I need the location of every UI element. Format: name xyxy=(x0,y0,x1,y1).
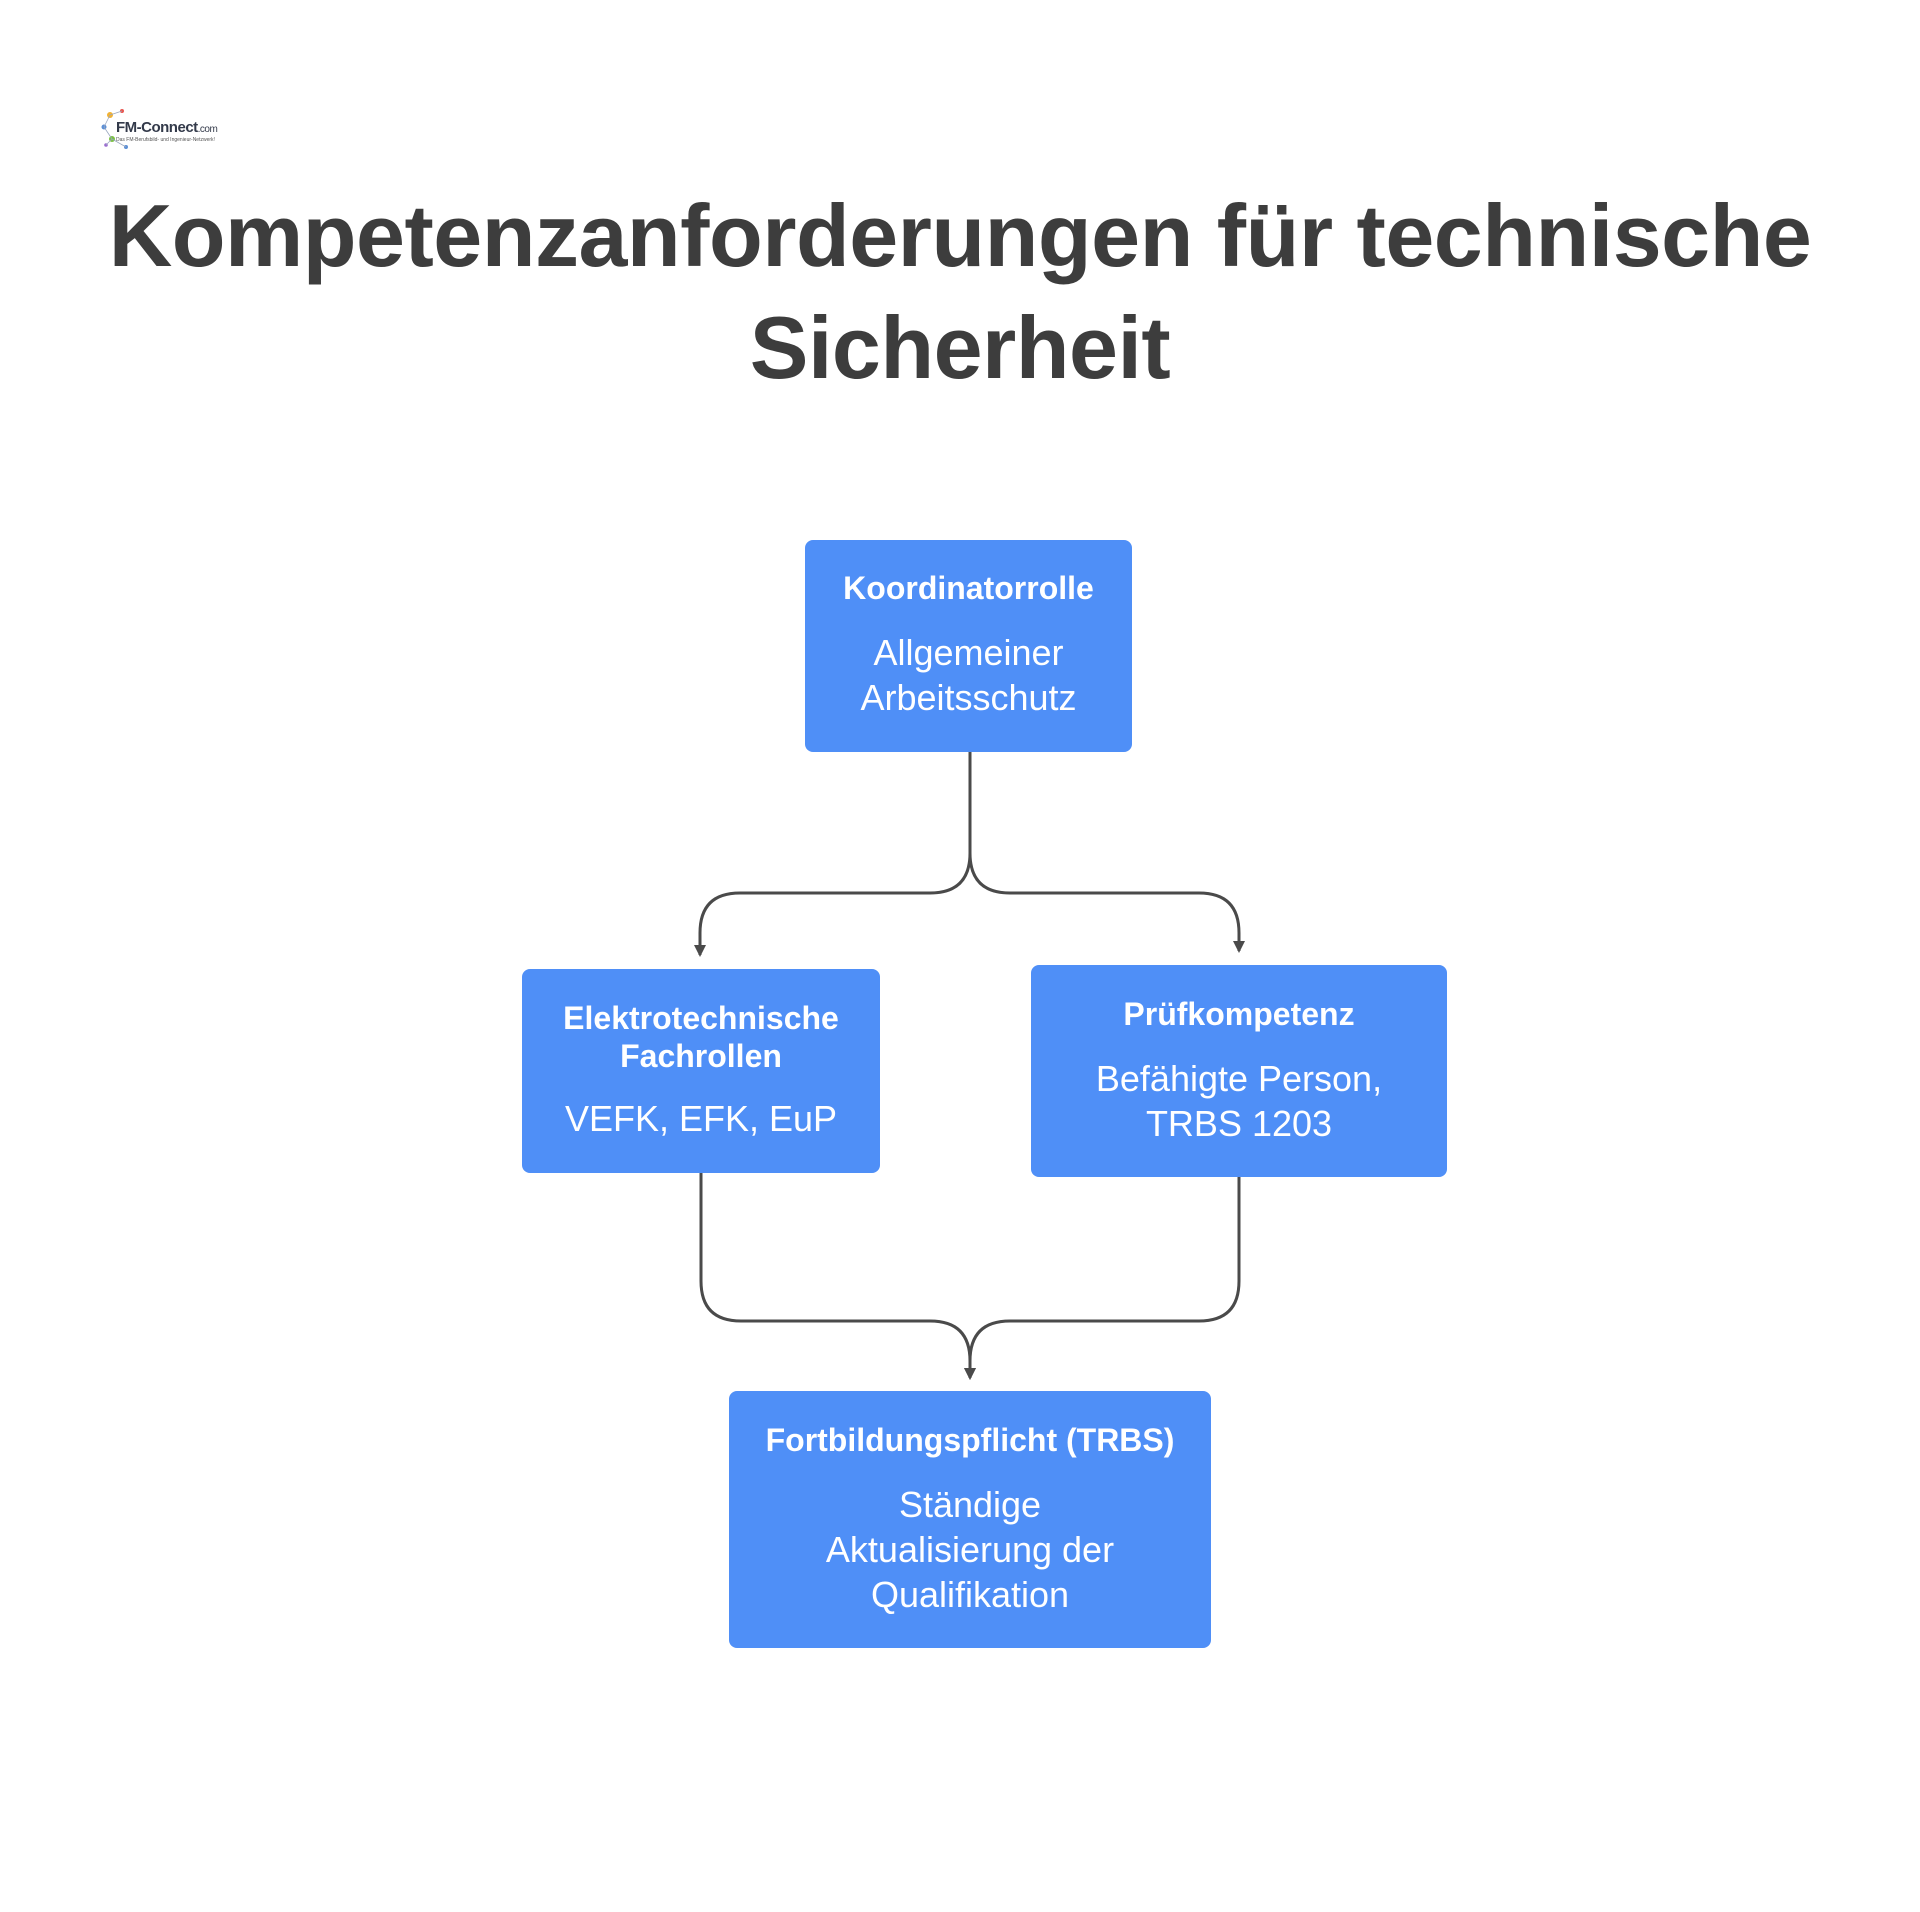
node-title-line: Elektrotechnische xyxy=(563,1000,839,1036)
node-body-line: Allgemeiner xyxy=(873,632,1064,673)
node-body-line: Befähigte Person, xyxy=(1095,1058,1383,1099)
node-title: Prüfkompetenz xyxy=(1123,996,1355,1032)
edge-pruef-fortbildung xyxy=(964,1177,1241,1380)
fm-connect-logo: FM-Connect.com Das FM-Berufsbild- und In… xyxy=(100,105,218,155)
node-body: Allgemeiner Arbeitsschutz xyxy=(805,630,1132,720)
logo-wordmark: FM-Connect.com xyxy=(116,119,218,136)
title-line-2: Sicherheit xyxy=(749,298,1171,397)
node-title-line: Fachrollen xyxy=(620,1038,782,1074)
node-fortbildungspflicht: Fortbildungspflicht (TRBS) Ständige Aktu… xyxy=(729,1391,1211,1648)
node-body-line: Arbeitsschutz xyxy=(860,677,1077,718)
title-line-1: Kompetenzanforderungen für technische xyxy=(108,186,1812,285)
edge-koordinator-pruef xyxy=(968,752,1245,953)
node-body: VEFK, EFK, EuP xyxy=(522,1096,880,1141)
edge-koordinator-elektro xyxy=(694,752,972,957)
node-elektrotechnische-fachrollen: Elektrotechnische Fachrollen VEFK, EFK, … xyxy=(522,969,880,1173)
node-body-line: Ständige xyxy=(898,1484,1042,1525)
node-body: Ständige Aktualisierung der Qualifikatio… xyxy=(729,1482,1211,1617)
node-pruefkompetenz: Prüfkompetenz Befähigte Person, TRBS 120… xyxy=(1031,965,1447,1177)
edge-elektro-fortbildung xyxy=(699,1173,976,1380)
node-body-line: Qualifikation xyxy=(870,1574,1070,1615)
node-body-line: VEFK, EFK, EuP xyxy=(564,1098,838,1139)
logo-network-icon xyxy=(101,109,128,149)
node-title: Fortbildungspflicht (TRBS) xyxy=(765,1422,1175,1458)
page-title: Kompetenzanforderungen für technische Si… xyxy=(60,180,1860,404)
node-koordinatorrolle: Koordinatorrolle Allgemeiner Arbeitsschu… xyxy=(805,540,1132,752)
node-body-line: TRBS 1203 xyxy=(1145,1103,1333,1144)
node-body: Befähigte Person, TRBS 1203 xyxy=(1031,1056,1447,1146)
node-body-line: Aktualisierung der xyxy=(825,1529,1115,1570)
logo-tagline: Das FM-Berufsbild- und Ingenieur-Netzwer… xyxy=(116,137,215,143)
node-title: Elektrotechnische Fachrollen xyxy=(522,999,880,1075)
node-title: Koordinatorrolle xyxy=(843,570,1094,606)
